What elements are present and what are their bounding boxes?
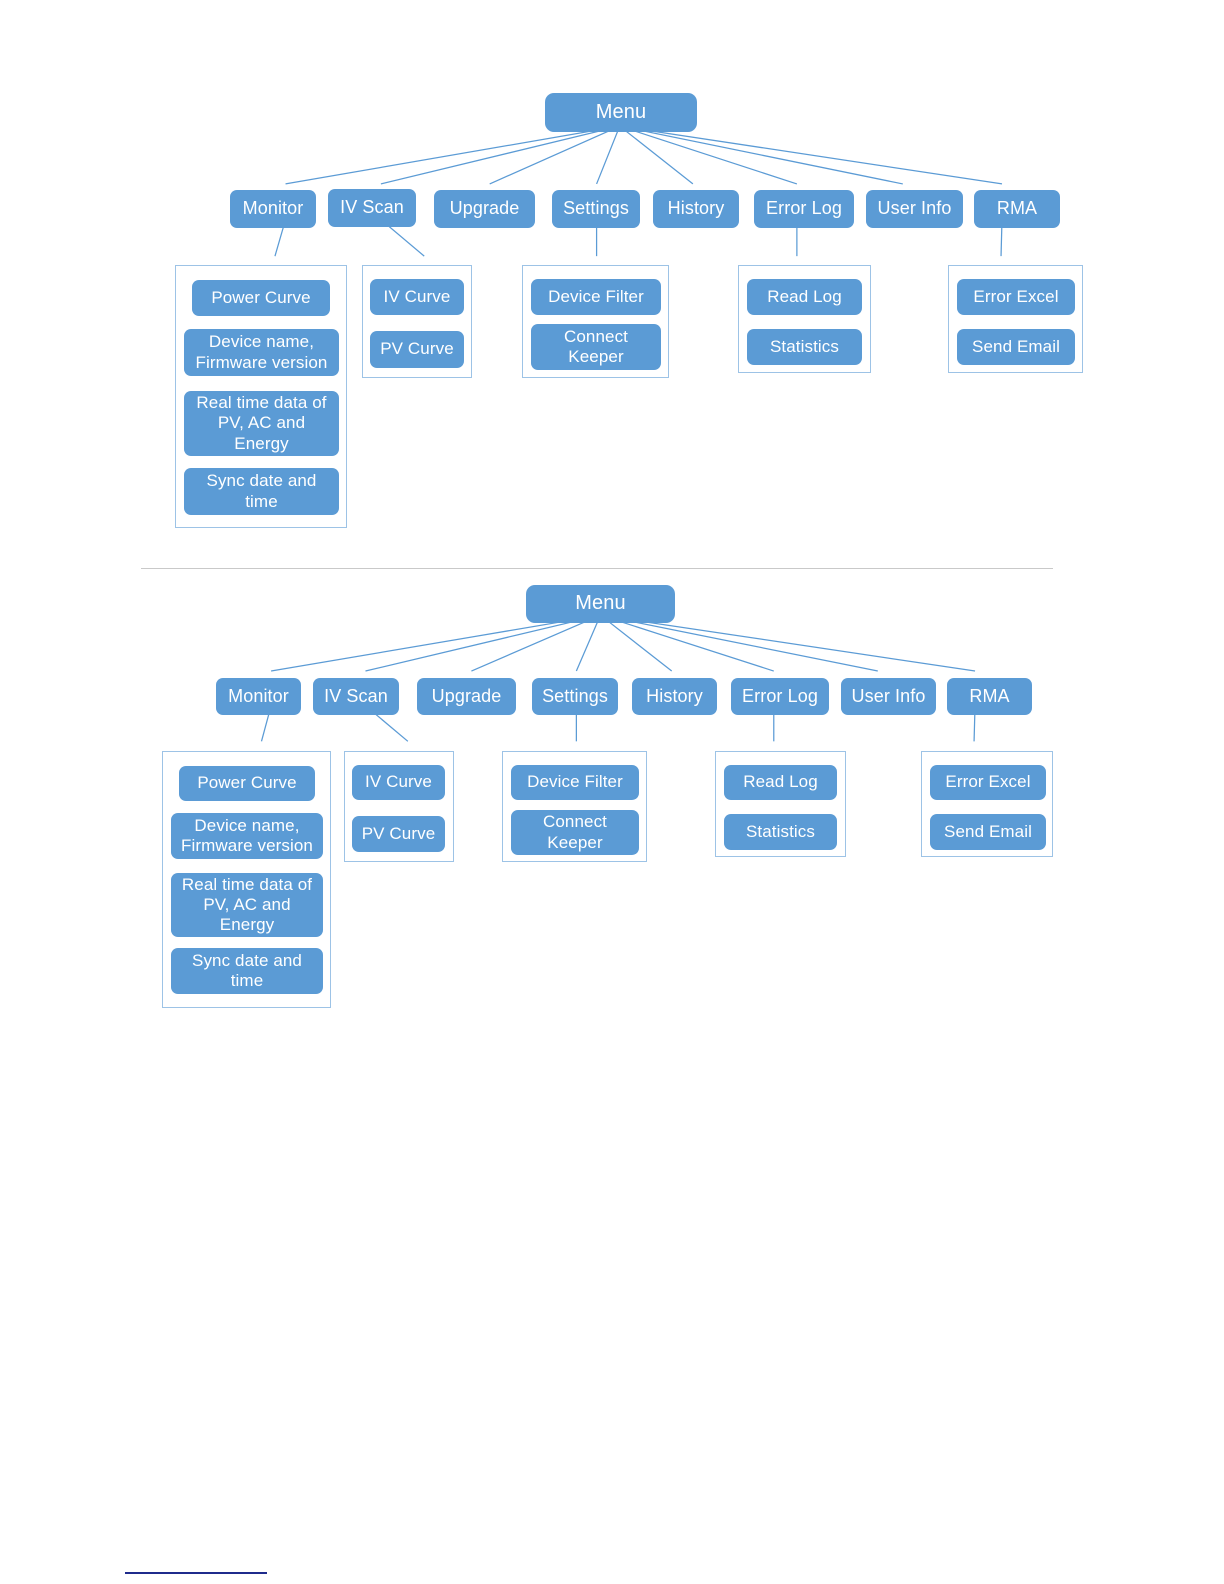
node-menu-root[interactable]: Menu <box>526 585 675 623</box>
leaf-device-filter[interactable]: Device Filter <box>511 765 639 800</box>
node-menu-root[interactable]: Menu <box>545 93 697 132</box>
node-rma[interactable]: RMA <box>947 678 1032 715</box>
node-history[interactable]: History <box>653 190 739 228</box>
leaf-error-excel[interactable]: Error Excel <box>930 765 1046 800</box>
leaf-statistics[interactable]: Statistics <box>747 329 862 365</box>
node-upgrade[interactable]: Upgrade <box>417 678 516 715</box>
leaf-device-name-firmware-version[interactable]: Device name, Firmware version <box>184 329 339 376</box>
leaf-power-curve[interactable]: Power Curve <box>179 766 315 801</box>
node-user-info[interactable]: User Info <box>866 190 963 228</box>
node-error-log[interactable]: Error Log <box>731 678 829 715</box>
leaf-iv-curve[interactable]: IV Curve <box>352 765 445 800</box>
leaf-send-email[interactable]: Send Email <box>957 329 1075 365</box>
node-iv-scan[interactable]: IV Scan <box>313 678 399 715</box>
leaf-connect-keeper[interactable]: Connect Keeper <box>531 324 661 370</box>
leaf-device-name-firmware-version[interactable]: Device name, Firmware version <box>171 813 323 859</box>
leaf-connect-keeper[interactable]: Connect Keeper <box>511 810 639 855</box>
leaf-device-filter[interactable]: Device Filter <box>531 279 661 315</box>
node-error-log[interactable]: Error Log <box>754 190 854 228</box>
leaf-read-log[interactable]: Read Log <box>724 765 837 800</box>
footnote-separator <box>125 1572 267 1574</box>
node-history[interactable]: History <box>632 678 717 715</box>
leaf-iv-curve[interactable]: IV Curve <box>370 279 464 315</box>
leaf-sync-date-and-time[interactable]: Sync date and time <box>184 468 339 515</box>
node-settings[interactable]: Settings <box>552 190 640 228</box>
node-iv-scan[interactable]: IV Scan <box>328 189 416 227</box>
node-settings[interactable]: Settings <box>532 678 618 715</box>
leaf-statistics[interactable]: Statistics <box>724 814 837 850</box>
node-user-info[interactable]: User Info <box>841 678 936 715</box>
leaf-error-excel[interactable]: Error Excel <box>957 279 1075 315</box>
node-monitor[interactable]: Monitor <box>230 190 316 228</box>
leaf-real-time-data[interactable]: Real time data of PV, AC and Energy <box>184 391 339 456</box>
leaf-pv-curve[interactable]: PV Curve <box>370 331 464 368</box>
leaf-send-email[interactable]: Send Email <box>930 814 1046 850</box>
leaf-real-time-data[interactable]: Real time data of PV, AC and Energy <box>171 873 323 937</box>
node-monitor[interactable]: Monitor <box>216 678 301 715</box>
leaf-pv-curve[interactable]: PV Curve <box>352 816 445 852</box>
leaf-read-log[interactable]: Read Log <box>747 279 862 315</box>
leaf-sync-date-and-time[interactable]: Sync date and time <box>171 948 323 994</box>
leaf-power-curve[interactable]: Power Curve <box>192 280 330 316</box>
section-divider <box>141 568 1053 569</box>
node-rma[interactable]: RMA <box>974 190 1060 228</box>
node-upgrade[interactable]: Upgrade <box>434 190 535 228</box>
